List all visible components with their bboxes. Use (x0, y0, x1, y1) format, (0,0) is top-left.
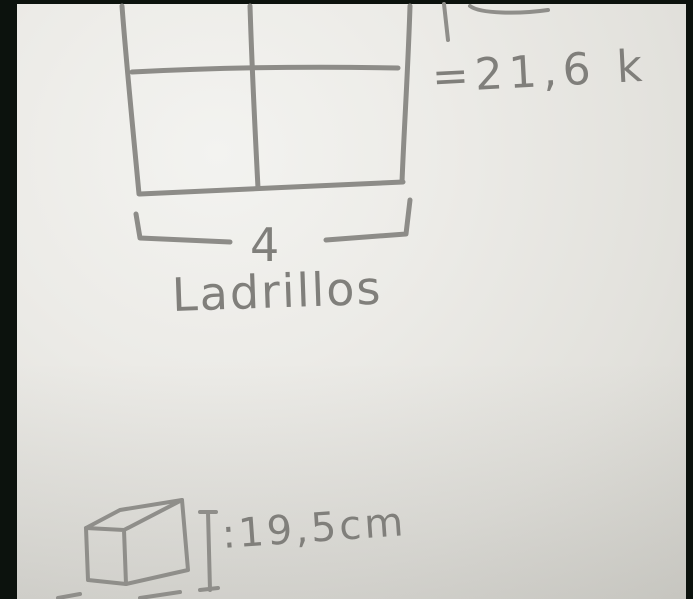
grid-left-edge (119, 3, 142, 197)
brick-grid (119, 3, 413, 197)
brick-word-text: Ladrillos (171, 260, 384, 322)
brick-side-face (124, 498, 190, 586)
grid-middle-divider (247, 3, 261, 191)
brick-top-face (84, 498, 184, 532)
top-right-partial-stroke (468, 4, 550, 15)
bracket-right-arm (323, 197, 413, 243)
brick-count-text: 4 (250, 218, 280, 272)
brick-sketch (56, 498, 220, 599)
brick-front-face (84, 526, 128, 586)
grid-middle-row-line (129, 64, 401, 75)
grid-right-edge (399, 3, 413, 185)
brick-base-stroke (56, 590, 182, 599)
brick-height-marker (198, 510, 220, 592)
width-bracket (133, 197, 413, 245)
bracket-left-arm (133, 211, 233, 245)
top-right-tick-mark (442, 2, 450, 42)
grid-bottom-edge (137, 179, 406, 197)
